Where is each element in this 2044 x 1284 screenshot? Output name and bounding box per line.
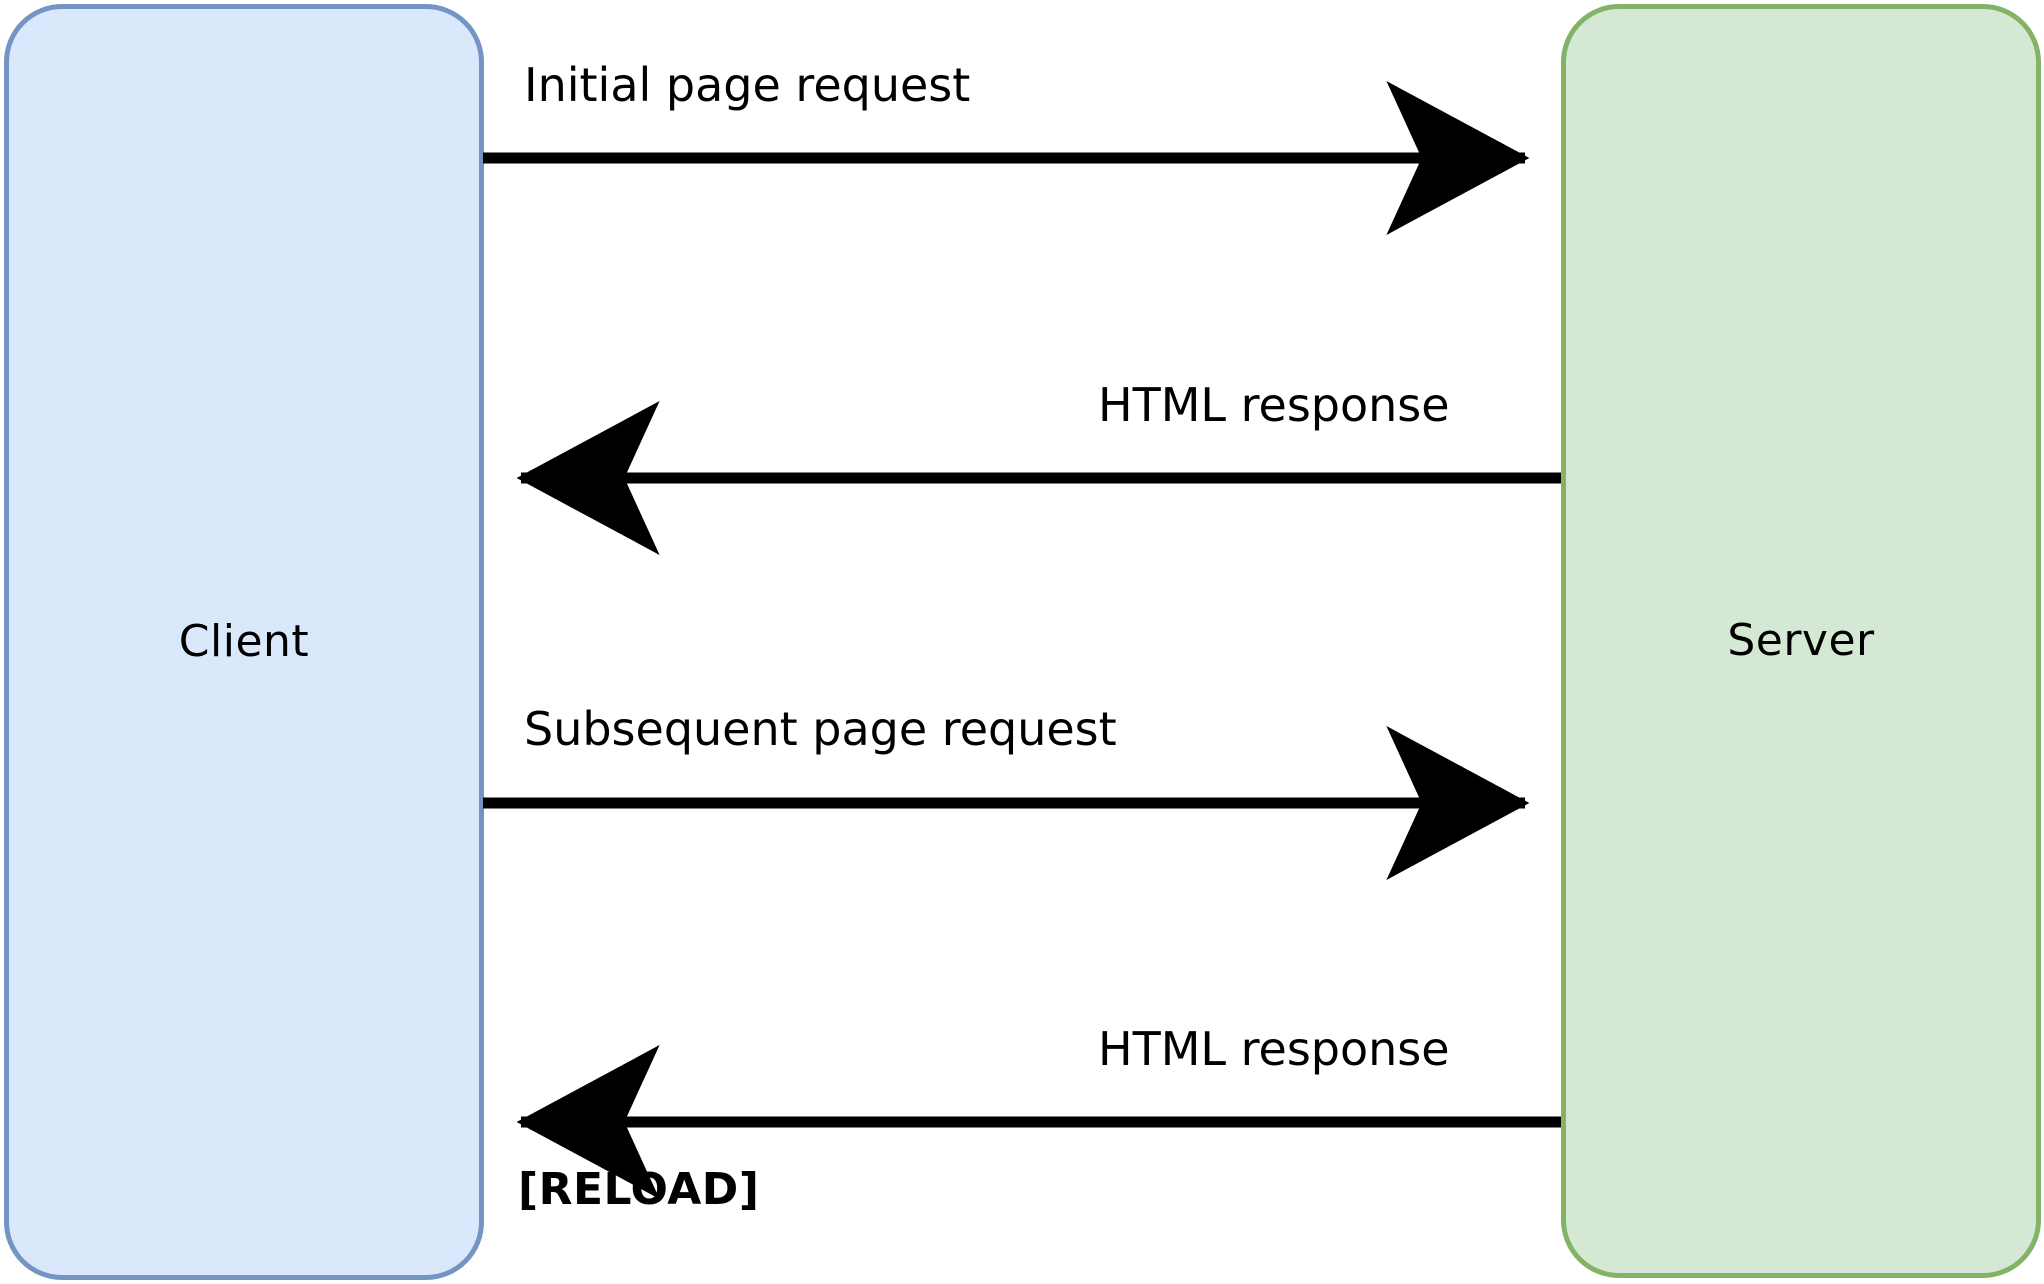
lifeline-server-label: Server <box>1727 615 1875 666</box>
message-label-4: HTML response <box>1098 1022 1450 1076</box>
reload-annotation: [RELOAD] <box>518 1164 760 1215</box>
lifeline-client[interactable]: Client <box>4 4 484 1280</box>
message-label-1: Initial page request <box>524 58 971 112</box>
lifeline-server[interactable]: Server <box>1561 4 2041 1278</box>
message-label-2: HTML response <box>1098 378 1450 432</box>
lifeline-client-label: Client <box>178 616 310 667</box>
message-label-3: Subsequent page request <box>524 702 1117 756</box>
